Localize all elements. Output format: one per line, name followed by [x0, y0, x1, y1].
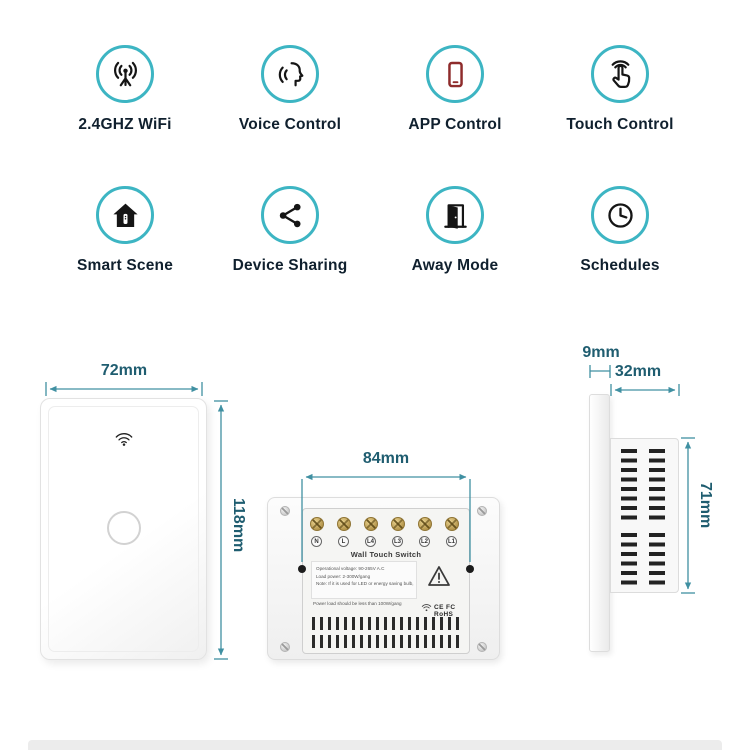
- wifi-antenna-icon: [113, 61, 137, 86]
- feature-badge: [591, 45, 649, 103]
- vent-column: [621, 533, 637, 585]
- switch-front-view: [40, 398, 207, 660]
- terminal-label: L3: [392, 536, 403, 547]
- switch-module-back: N L L4 L3 L2 L1 Wall Touch Switch Operat…: [302, 508, 470, 654]
- feature-label: Device Sharing: [232, 257, 348, 274]
- vent-column: [649, 449, 665, 523]
- vent-column: [649, 533, 665, 585]
- feature-label: Schedules: [580, 257, 660, 274]
- feature-label: Smart Scene: [76, 257, 174, 274]
- feature-badge: [426, 186, 484, 244]
- vent-column: [621, 449, 637, 523]
- module-title: Wall Touch Switch: [350, 550, 422, 559]
- corner-screw-icon: [280, 642, 290, 652]
- feature-label: 2.4GHZ WiFi: [78, 116, 172, 133]
- wifi-logo-icon: [421, 604, 432, 612]
- side-glass-dimension: 9mm: [582, 344, 620, 361]
- corner-screw-icon: [280, 506, 290, 516]
- schedules-icon: [607, 202, 633, 228]
- feature-label: Voice Control: [238, 116, 342, 133]
- feature-badge: [96, 186, 154, 244]
- back-width-dimension: 84mm: [362, 450, 410, 467]
- terminal-screw-icon: [364, 517, 378, 531]
- feature-voice: Voice Control: [210, 45, 370, 134]
- front-width-dimension: 72mm: [100, 362, 148, 379]
- touch-control-icon: [611, 59, 630, 88]
- terminal-screw-icon: [445, 517, 459, 531]
- terminal-screw-icon: [310, 517, 324, 531]
- vent-slots: [312, 617, 462, 630]
- terminal-label: L: [338, 536, 349, 547]
- corner-screw-icon: [477, 642, 487, 652]
- feature-away-mode: Away Mode: [375, 186, 535, 275]
- device-sharing-icon: [279, 203, 301, 227]
- feature-badge: [261, 45, 319, 103]
- spec-line: Load power: 2-300W/gang: [316, 573, 371, 579]
- feature-label: Away Mode: [411, 257, 499, 274]
- side-depth-dimension: 32mm: [614, 363, 662, 380]
- terminal-label: N: [311, 536, 322, 547]
- spec-line: Operational voltage: 90-265V A.C: [316, 566, 385, 571]
- spec-line: Note: If it is used for LED or energy sa…: [316, 581, 414, 587]
- certification-marks: CE FC RoHS: [434, 604, 456, 618]
- touch-button-ring: [106, 511, 141, 545]
- feature-sharing: Device Sharing: [210, 186, 370, 275]
- app-control-icon: [447, 61, 463, 87]
- smart-scene-icon: [112, 203, 138, 227]
- feature-smart-scene: Smart Scene: [45, 186, 205, 275]
- corner-screw-icon: [477, 506, 487, 516]
- switch-back-view: N L L4 L3 L2 L1 Wall Touch Switch Operat…: [267, 497, 500, 660]
- voice-control-icon: [278, 61, 303, 86]
- feature-label: Touch Control: [566, 116, 674, 133]
- terminal-label: L4: [365, 536, 376, 547]
- terminal-label: L1: [446, 536, 457, 547]
- terminal-label: L2: [419, 536, 430, 547]
- front-height-dimension: 118mm: [230, 498, 247, 553]
- away-mode-icon: [443, 203, 467, 229]
- side-height-dimension: 71mm: [697, 482, 714, 529]
- feature-badge: [96, 45, 154, 103]
- warning-icon: [428, 566, 450, 586]
- spec-line: Power load should be less than 100W/gang: [313, 601, 402, 606]
- vent-slots: [312, 635, 462, 648]
- panel-inner-frame: [48, 406, 199, 652]
- feature-schedules: Schedules: [540, 186, 700, 275]
- side-view-body: [610, 438, 679, 593]
- terminal-screw-icon: [337, 517, 351, 531]
- bottom-strip: [28, 740, 722, 750]
- feature-touch: Touch Control: [540, 45, 700, 134]
- terminal-screw-icon: [391, 517, 405, 531]
- feature-badge: [261, 186, 319, 244]
- terminal-screw-icon: [418, 517, 432, 531]
- feature-app: APP Control: [375, 45, 535, 134]
- spec-label: Operational voltage: 90-265V A.C Load po…: [311, 561, 417, 599]
- wifi-status-icon: [115, 433, 132, 446]
- feature-label: APP Control: [408, 116, 502, 133]
- feature-badge: [426, 45, 484, 103]
- feature-badge: [591, 186, 649, 244]
- side-view-glass-panel: [589, 394, 610, 652]
- feature-wifi: 2.4GHZ WiFi: [45, 45, 205, 134]
